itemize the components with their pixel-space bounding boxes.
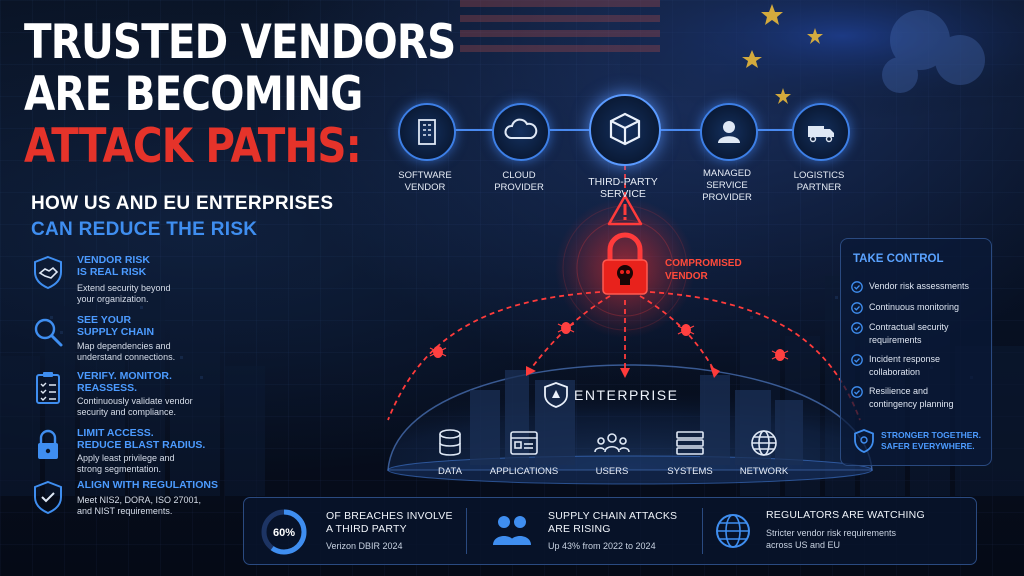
enterprise-shield-icon <box>544 382 568 408</box>
subheadline-1: HOW US AND EU ENTERPRISES <box>31 193 334 214</box>
vendor-node-managed-service <box>700 103 758 161</box>
take-control-title: TAKE CONTROL <box>853 253 944 265</box>
left-item-desc-5: Meet NIS2, DORA, ISO 27001,and NIST requ… <box>77 495 202 516</box>
vendor-node-logistics <box>792 103 850 161</box>
check-circle-icon <box>851 322 863 334</box>
attack-path-diagram <box>387 129 873 485</box>
asset-label-users: USERS <box>595 466 629 477</box>
check-circle-icon <box>851 281 863 293</box>
attack-arrowheads <box>526 366 720 378</box>
asset-label-systems: SYSTEMS <box>667 466 713 477</box>
take-control-panel: TAKE CONTROL Vendor risk assessments Con… <box>840 238 992 466</box>
vendor-node-cloud <box>492 103 550 161</box>
malware-bug-icons <box>429 322 789 361</box>
check-circle-icon <box>851 386 863 398</box>
take-control-footer: STRONGER TOGETHER.SAFER EVERYWHERE. <box>881 430 981 451</box>
padlock-icon <box>38 429 58 459</box>
breach-donut-chart: 60% <box>261 509 307 555</box>
check-circle-icon <box>851 354 863 366</box>
group-icon <box>493 516 531 545</box>
subheadline-2: CAN REDUCE THE RISK <box>31 219 258 240</box>
server-icon <box>676 431 704 455</box>
left-item-title-5: ALIGN WITH REGULATIONS <box>77 479 218 491</box>
breach-percent-value: 60% <box>273 527 295 539</box>
stat-breaches-source: Verizon DBIR 2024 <box>326 541 403 551</box>
attack-paths <box>387 165 861 421</box>
shield-icon <box>854 429 874 453</box>
database-icon <box>439 429 461 456</box>
left-item-title-4: LIMIT ACCESS.REDUCE BLAST RADIUS. <box>77 427 206 451</box>
left-item-title-3: VERIFY. MONITOR.REASSESS. <box>77 370 172 394</box>
building-icon <box>418 119 436 145</box>
cloud-icon <box>504 118 538 139</box>
truck-icon <box>808 126 834 143</box>
stat-supply-chain-desc: Up 43% from 2022 to 2024 <box>548 541 656 551</box>
enterprise-title: ENTERPRISE <box>574 387 679 403</box>
breach-donut-arc <box>261 509 307 555</box>
checklist-icon <box>36 372 60 404</box>
vendor-node-third-party <box>589 94 661 166</box>
headline-line-1: TRUSTED VENDORS <box>24 15 456 70</box>
asset-label-network: NETWORK <box>739 466 789 477</box>
person-icon <box>718 121 740 143</box>
handshake-icon <box>34 255 62 290</box>
users-icon <box>594 433 630 453</box>
globe-icon <box>716 514 750 548</box>
stats-divider <box>466 508 467 554</box>
app-window-icon <box>510 431 538 455</box>
box-icon <box>609 112 641 146</box>
flag-map-backdrop <box>460 0 1024 120</box>
headline-line-3: ATTACK PATHS: <box>24 119 362 174</box>
compromised-padlock-icon <box>602 232 648 295</box>
shield-check-icon <box>34 480 62 515</box>
stat-regulators-title: REGULATORS ARE WATCHING <box>766 509 925 521</box>
warning-triangle-icon <box>607 194 643 226</box>
check-circle-icon <box>851 302 863 314</box>
asset-label-applications: APPLICATIONS <box>489 466 559 477</box>
network-globe-icon <box>751 430 777 456</box>
stats-divider <box>702 508 703 554</box>
asset-label-data: DATA <box>438 466 462 477</box>
vendor-node-software <box>398 103 456 161</box>
magnifier-icon <box>34 318 63 347</box>
headline-line-2: ARE BECOMING <box>24 67 363 122</box>
